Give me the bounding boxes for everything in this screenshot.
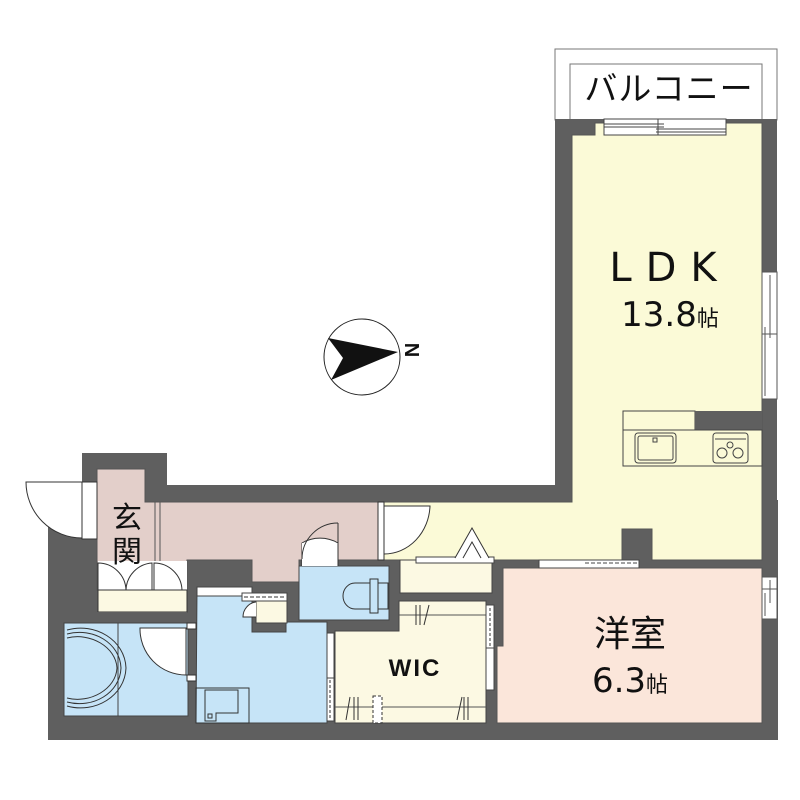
hall-closet <box>399 526 495 594</box>
kitchen-sink-icon <box>634 432 677 464</box>
north-indicator: N <box>400 342 423 358</box>
wic-label: WIC <box>388 655 442 682</box>
entrance-label: 玄関 <box>112 501 142 570</box>
western-room-window <box>761 576 778 620</box>
western-room-size-value: 6.3 <box>591 661 647 701</box>
wall-segment <box>97 612 187 622</box>
balcony-label: バルコニー <box>584 69 754 108</box>
ldk-door <box>377 501 431 561</box>
gas-stove-icon <box>712 432 749 464</box>
washbasin-icon <box>195 687 250 724</box>
bathtub-icon <box>66 627 127 709</box>
western-room-size: 6.3帖 <box>570 664 690 698</box>
ldk-side-window <box>761 271 778 400</box>
western-room-size-unit: 帖 <box>646 673 669 698</box>
shoe-cabinet <box>97 561 188 613</box>
ldk-size: 13.8帖 <box>600 298 740 332</box>
toilet-icon <box>342 578 389 614</box>
western-room-sliding-door <box>538 559 640 569</box>
ldk-size-unit: 帖 <box>696 307 719 332</box>
ldk-label: LDK <box>609 245 731 291</box>
entrance-door <box>25 481 98 540</box>
ldk-size-value: 13.8 <box>621 295 697 335</box>
western-room-label: 洋室 <box>593 614 666 655</box>
western-room <box>496 567 763 724</box>
wic-room <box>326 600 495 724</box>
compass-icon <box>323 318 401 396</box>
balcony <box>554 48 778 121</box>
bathroom-door <box>139 622 197 682</box>
balcony-window <box>603 118 727 136</box>
